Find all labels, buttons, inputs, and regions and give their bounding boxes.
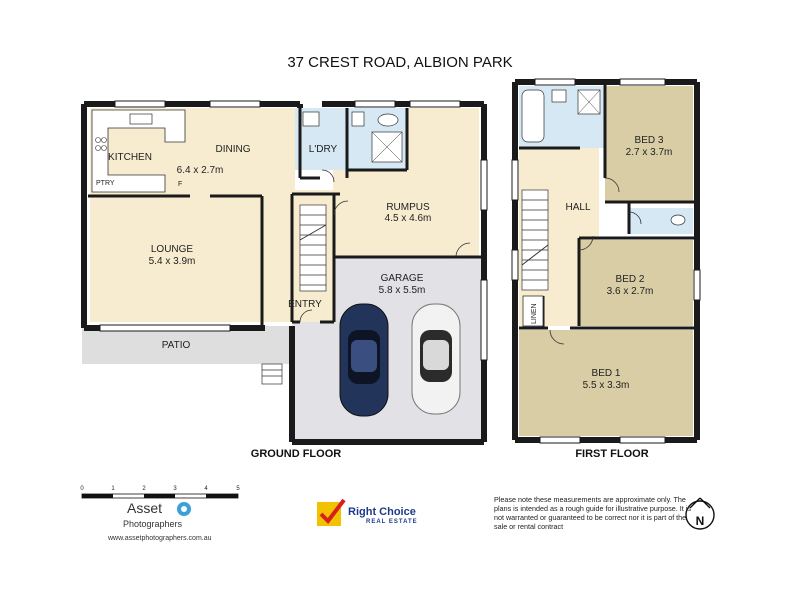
first-floor-label: FIRST FLOOR: [575, 448, 648, 460]
hall-label: HALL: [565, 202, 590, 213]
asset-logo-icon: [177, 502, 191, 516]
asset-url: www.assetphotographers.com.au: [108, 535, 212, 542]
plan-title: 37 CREST ROAD, ALBION PARK: [287, 54, 512, 71]
agency-name: Right Choice: [348, 506, 416, 518]
ground-floor: KITCHEN DINING 6.4 x 2.7m PTRY F L'DRY R…: [81, 100, 488, 460]
bed2-area: [579, 240, 693, 326]
bed1-area: [519, 330, 693, 436]
scale-tick: 4: [204, 486, 208, 492]
kitchen-bench: [91, 109, 186, 193]
kitchen-label: KITCHEN: [108, 152, 152, 163]
asset-brand-name: Asset: [127, 500, 163, 516]
car-dark-icon: [339, 303, 389, 417]
toilet-icon: [377, 113, 399, 127]
rumpus-label: RUMPUS: [386, 202, 430, 213]
linen-cupboard: [522, 295, 544, 327]
disclaimer-text: Please note these measurements are appro…: [494, 495, 691, 531]
entry-label: ENTRY: [288, 299, 322, 310]
bed1-size: 5.5 x 3.3m: [583, 380, 630, 391]
cooktop-icon: [95, 137, 101, 143]
car-white-icon: [411, 303, 461, 415]
ground-floor-label: GROUND FLOOR: [251, 448, 341, 460]
garage-label: GARAGE: [381, 273, 424, 284]
laundry-tub-icon: [302, 111, 320, 127]
toilet-icon: [670, 214, 686, 226]
bed3-size: 2.7 x 3.7m: [626, 147, 673, 158]
window: [114, 100, 166, 108]
garage-size: 5.8 x 5.5m: [379, 285, 426, 296]
linen-label: LINEN: [531, 303, 538, 324]
bed3-area: [605, 86, 693, 202]
lounge-area: [90, 198, 265, 322]
dining-label: DINING: [216, 144, 251, 155]
basin-icon: [551, 89, 567, 103]
ground-stairs: [299, 204, 327, 292]
patio-steps: [261, 363, 283, 385]
north-arrow-icon: N: [685, 497, 715, 530]
lounge-size: 5.4 x 3.9m: [149, 256, 196, 267]
scale-bar: 0 1 2 3 4 5: [80, 486, 240, 499]
patio-area: [82, 326, 292, 364]
bed2-size: 3.6 x 2.7m: [607, 286, 654, 297]
door-swing: [455, 242, 471, 258]
bed2-label: BED 2: [616, 274, 645, 285]
bathtub-icon: [521, 89, 545, 143]
laundry-label: L'DRY: [309, 144, 338, 155]
scale-tick: 3: [173, 486, 177, 492]
scale-tick: 1: [111, 486, 115, 492]
basin-icon: [351, 111, 365, 127]
scale-tick: 0: [80, 486, 84, 492]
scale-tick: 2: [142, 486, 146, 492]
right-choice-logo-icon: [317, 498, 346, 526]
bed1-label: BED 1: [592, 368, 621, 379]
north-label: N: [696, 514, 705, 528]
bed3-label: BED 3: [635, 135, 664, 146]
sink-icon: [129, 113, 153, 125]
first-stairs: [521, 189, 549, 291]
first-floor: BED 3 2.7 x 3.7m HALL BED 2 3.6 x 2.7m L…: [511, 78, 701, 460]
patio-label: PATIO: [162, 340, 191, 351]
agency-sub: REAL ESTATE: [366, 519, 418, 525]
scale-tick: 5: [236, 486, 240, 492]
lounge-label: LOUNGE: [151, 244, 194, 255]
fridge-label: F: [178, 181, 182, 188]
asset-brand-sub: Photographers: [123, 519, 183, 529]
dining-size: 6.4 x 2.7m: [177, 165, 224, 176]
rumpus-size: 4.5 x 4.6m: [385, 213, 432, 224]
pantry-label: PTRY: [96, 180, 115, 187]
